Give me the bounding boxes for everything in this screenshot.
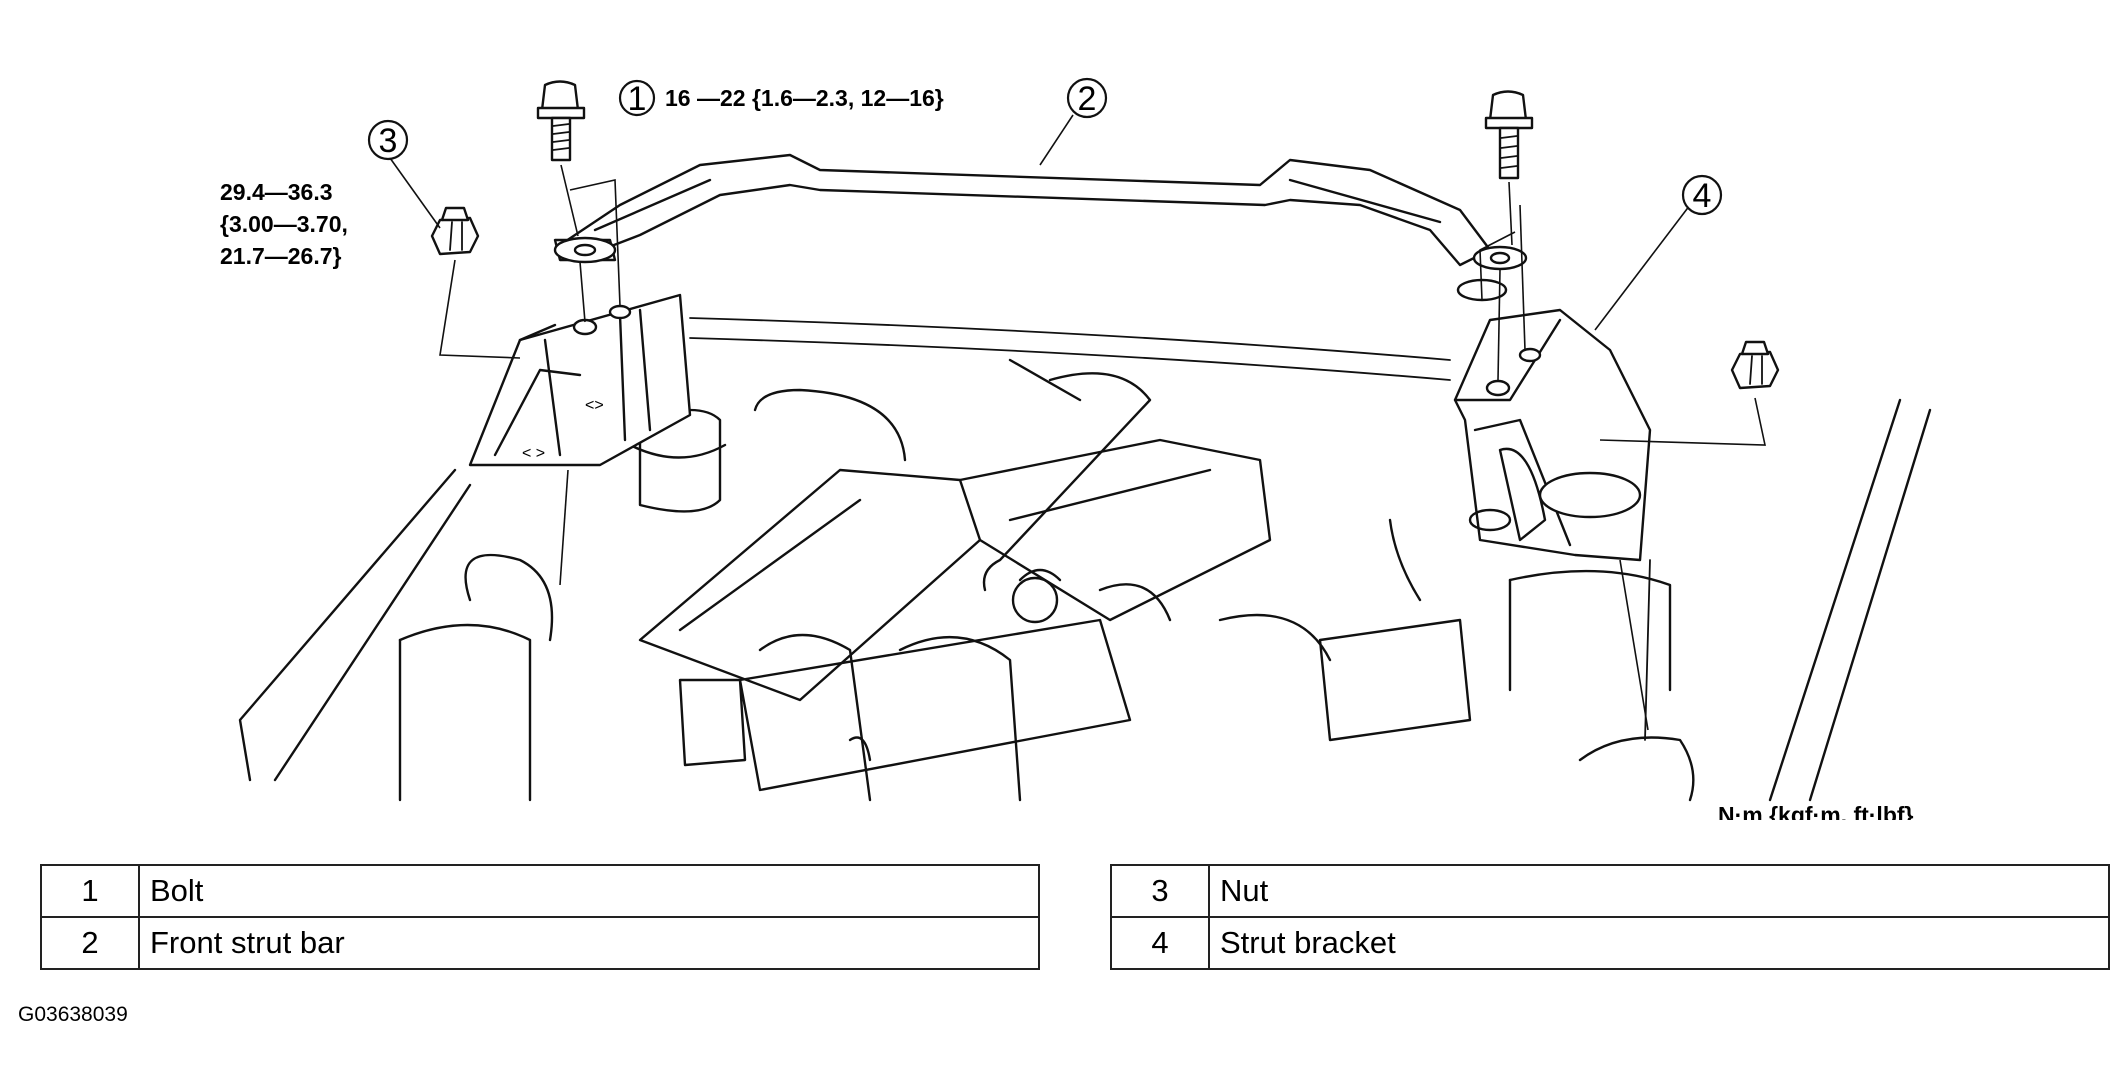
legend-row: 2 Front strut bar — [40, 916, 1040, 970]
legend-label: Front strut bar — [138, 916, 1040, 970]
bolt-left — [536, 80, 586, 162]
torque-spec-nut-line1: 29.4—36.3 — [220, 179, 333, 205]
legend-number: 4 — [1110, 916, 1210, 970]
left-strut-mount: < > <> — [468, 293, 692, 467]
figure-code: G03638039 — [18, 1003, 128, 1026]
legend-table-left: 1 Bolt 2 Front strut bar — [40, 864, 1040, 970]
svg-text:1: 1 — [628, 80, 647, 118]
nut-left — [430, 206, 480, 256]
svg-text:4: 4 — [1693, 177, 1712, 215]
torque-spec-nut-line3: 21.7—26.7} — [220, 243, 342, 269]
legend-row: 3 Nut — [1110, 864, 2110, 918]
nut-right — [1730, 340, 1780, 390]
legend-number: 3 — [1110, 864, 1210, 918]
alignment-lines — [439, 164, 1766, 731]
svg-text:<>: <> — [585, 397, 604, 414]
torque-spec-nut-line2: {3.00—3.70, — [220, 211, 348, 237]
legend-table-right: 3 Nut 4 Strut bracket — [1110, 864, 2110, 970]
svg-text:< >: < > — [522, 445, 545, 462]
callout-3: 3 — [367, 119, 409, 161]
legend-label: Bolt — [138, 864, 1040, 918]
bolt-right — [1484, 90, 1534, 180]
legend-row: 1 Bolt — [40, 864, 1040, 918]
svg-text:3: 3 — [379, 122, 398, 160]
right-strut-mount — [1453, 308, 1652, 562]
legend-label: Nut — [1208, 864, 2110, 918]
callout-1: 1 — [618, 79, 656, 118]
callout-4: 4 — [1681, 174, 1723, 216]
legend-number: 1 — [40, 864, 140, 918]
units-note: N·m {kgf·m, ft·lbf} — [1718, 802, 1914, 820]
engine-bay-illustration — [238, 317, 1932, 802]
legend-row: 4 Strut bracket — [1110, 916, 2110, 970]
callout-leaders — [389, 114, 1691, 331]
callout-2: 2 — [1066, 77, 1108, 119]
legend-label: Strut bracket — [1208, 916, 2110, 970]
strut-bar-diagram: < > <> — [220, 77, 1932, 820]
torque-spec-bolt: 16 —22 {1.6—2.3, 12—16} — [665, 85, 944, 111]
front-strut-bar — [553, 153, 1528, 302]
legend-number: 2 — [40, 916, 140, 970]
svg-text:2: 2 — [1078, 80, 1097, 118]
